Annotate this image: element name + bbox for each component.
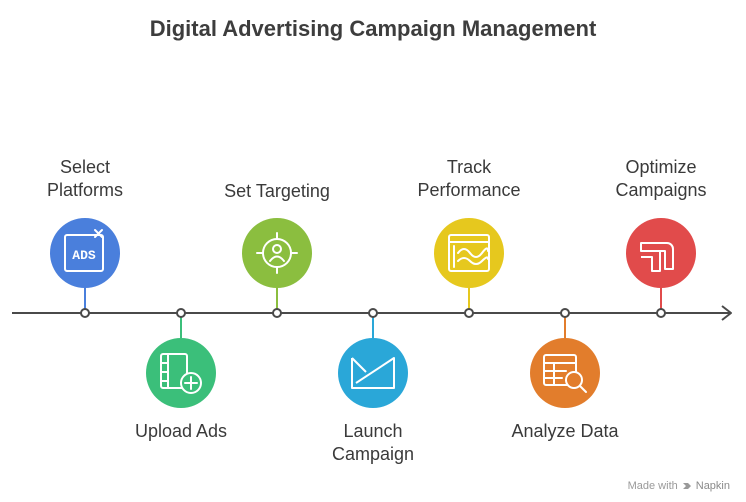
svg-text:ADS: ADS — [72, 248, 96, 263]
launch-envelope-icon — [351, 357, 395, 389]
step-analyze-data — [530, 308, 600, 408]
table-search-icon — [543, 354, 587, 393]
footer-attribution: Made with Napkin — [628, 480, 730, 492]
step-optimize-campaigns — [626, 218, 696, 318]
step-upload-ads — [146, 308, 216, 408]
napkin-brand-text: Napkin — [695, 480, 730, 492]
film-add-icon — [160, 353, 202, 394]
step-select-platforms: ADS — [50, 218, 120, 318]
napkin-logo-icon — [682, 483, 691, 489]
optimize-route-icon — [640, 242, 674, 272]
performance-chart-icon — [448, 234, 490, 272]
step-launch-campaign — [338, 308, 408, 408]
made-with-text: Made with — [627, 480, 678, 492]
ads-icon: ADS — [64, 229, 104, 272]
step-track-performance — [434, 218, 504, 318]
step-set-targeting — [242, 218, 312, 318]
step-label-upload-ads: Upload Ads — [134, 421, 228, 441]
target-user-icon — [256, 232, 298, 274]
diagram-title: Digital Advertising Campaign Management — [149, 16, 597, 41]
step-label-analyze-data: Analyze Data — [511, 421, 619, 441]
timeline-arrowhead — [721, 305, 732, 321]
step-label-set-targeting: Set Targeting — [224, 181, 330, 201]
